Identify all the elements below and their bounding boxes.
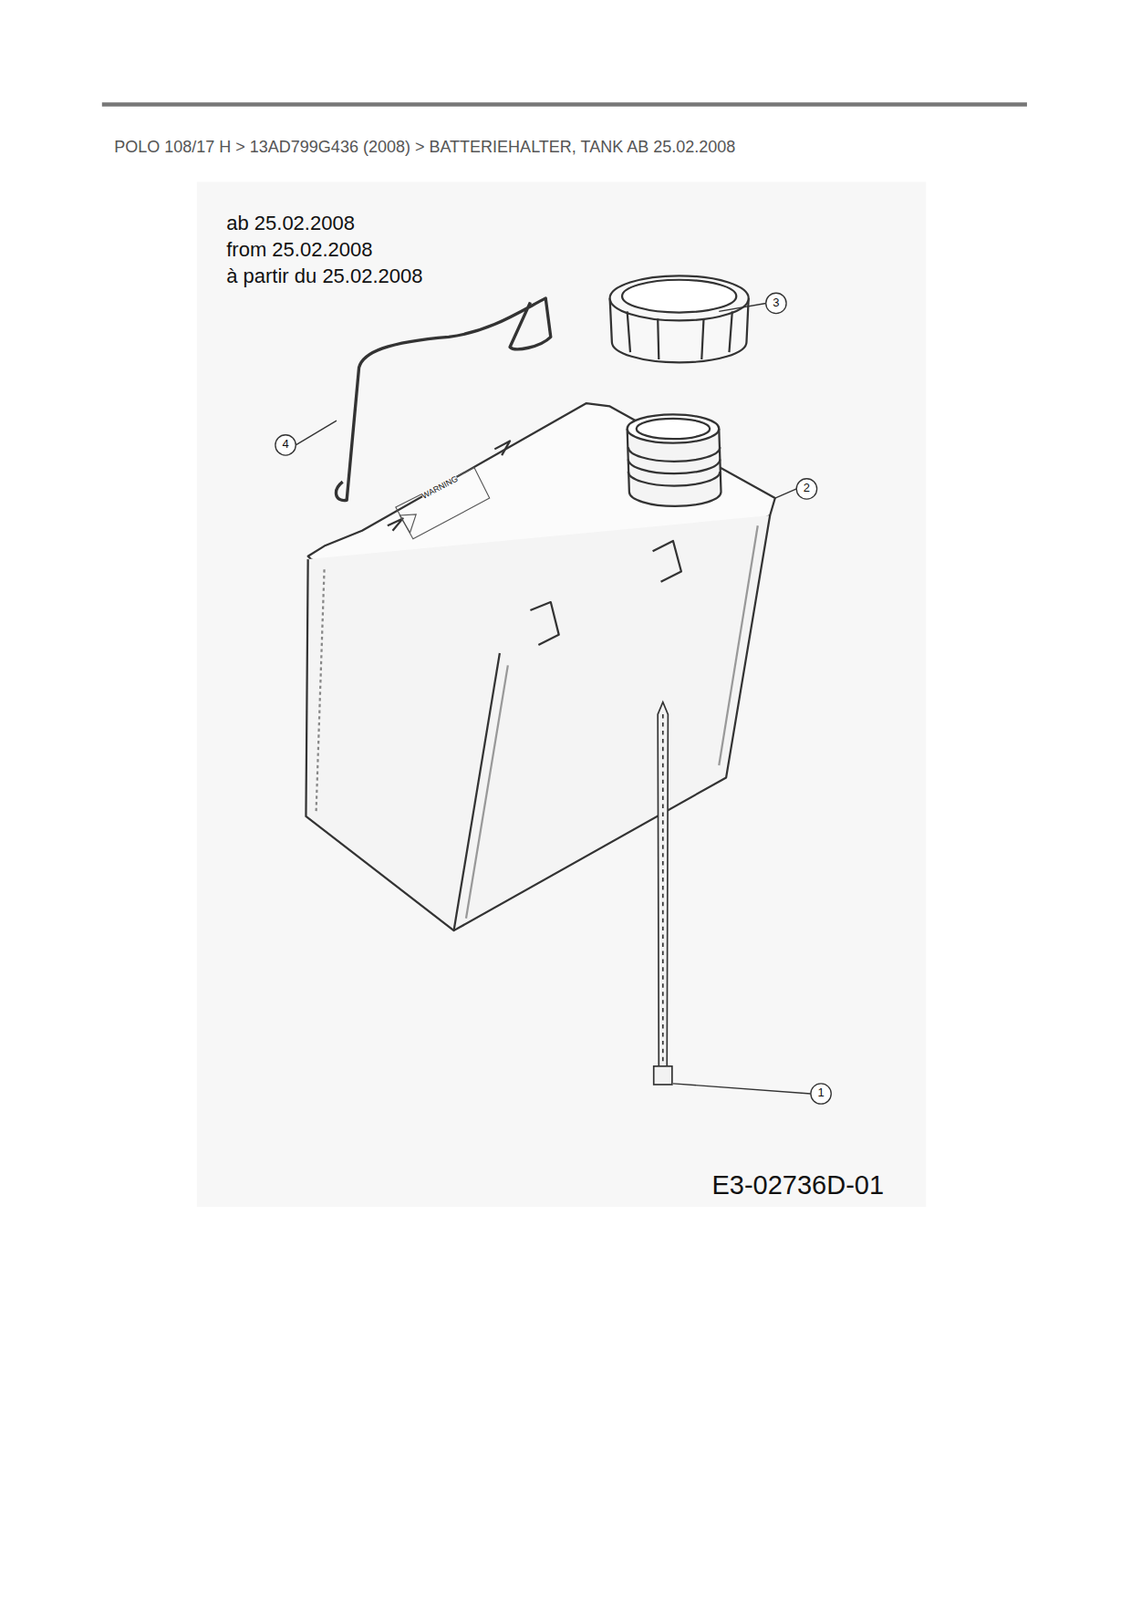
callout-number: 1 [817,1086,824,1100]
drawing-ground [197,181,926,1207]
callout-number: 2 [803,481,810,495]
fuel-tank [305,403,775,931]
date-note: ab 25.02.2008 [226,212,355,235]
callout-number: 3 [772,296,779,310]
tank-strap [653,702,673,1085]
header-rule [102,102,1028,106]
callout-number: 4 [281,437,289,451]
warning-decal [395,466,490,539]
callout-circles [275,292,831,1104]
fuel-cap [610,275,749,363]
date-note: from 25.02.2008 [226,238,373,261]
breadcrumb-title: POLO 108/17 H > 13AD799G436 (2008) > BAT… [114,138,736,157]
wire-clip [336,298,551,501]
drawing-number: E3-02736D-01 [711,1171,884,1201]
date-note: à partir du 25.02.2008 [226,265,423,288]
